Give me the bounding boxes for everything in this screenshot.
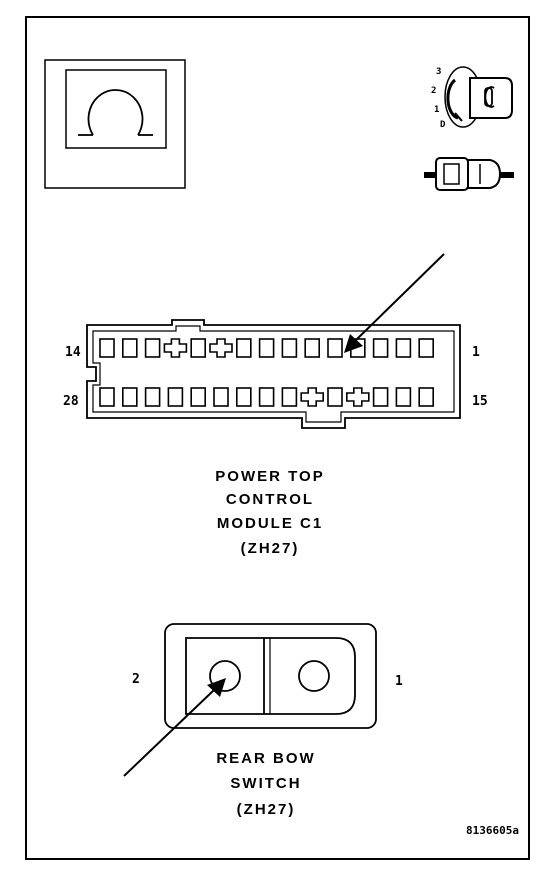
c1-bottom-cavity (395, 387, 412, 407)
ignition-pos-1: 1 (434, 105, 439, 115)
ignition-pos-2: 2 (431, 86, 436, 96)
c1-top-cavity (163, 338, 188, 358)
c1-top-cavity (209, 338, 233, 358)
c1-top-cavity (327, 338, 343, 358)
c1-title-line-3: MODULE C1 (217, 515, 323, 532)
c1-bottom-cavity (418, 387, 435, 407)
c1-pin-label-28: 28 (63, 394, 79, 409)
connector-view-icon (44, 59, 186, 189)
rear-bow-switch-connector: 2 1 (132, 623, 403, 729)
c1-pin-label-14: 14 (65, 345, 81, 360)
ignition-pos-3: 3 (436, 67, 441, 77)
outer-frame (25, 16, 530, 860)
c1-top-cavity (395, 338, 412, 358)
c1-bottom-cavity (327, 387, 343, 407)
c1-bottom-cavity (346, 387, 370, 407)
c1-bottom-cavity (300, 387, 324, 407)
c1-title-line-4: (ZH27) (241, 540, 300, 557)
rear-bow-switch-inner (185, 637, 356, 715)
c1-top-cavity (99, 338, 115, 358)
c1-top-cavity (190, 338, 206, 358)
c1-title-line-1: POWER TOP (215, 468, 324, 485)
rear-bow-title: REAR BOW SWITCH (ZH27) (216, 750, 315, 818)
c1-pin-label-15: 15 (472, 394, 488, 409)
c1-bottom-cavity (236, 387, 252, 407)
c1-bottom-cavity (167, 387, 184, 407)
c1-bottom-cavity (99, 387, 115, 407)
rear-bow-pin-label-2: 2 (132, 672, 140, 687)
c1-bottom-cavity (144, 387, 161, 407)
c1-top-cavity (372, 338, 389, 358)
ignition-key-icon: 3 2 1 D (431, 66, 513, 130)
c1-bottom-cavity (122, 387, 138, 407)
c1-top-cavity (304, 338, 321, 358)
connector-c1-top-row (99, 338, 435, 358)
rear-bow-title-line-2: SWITCH (230, 775, 301, 792)
ignition-pos-d: D (440, 120, 446, 130)
figure-id: 8136605a (466, 824, 519, 837)
c1-bottom-cavity (281, 387, 298, 407)
c1-top-cavity (281, 338, 298, 358)
c1-title-line-2: CONTROL (226, 491, 314, 508)
c1-pin-label-1: 1 (472, 345, 480, 360)
connector-c1-inner (92, 325, 455, 423)
connector-c1-bottom-row (99, 387, 435, 407)
rear-bow-pointer-arrow (123, 678, 226, 777)
c1-title: POWER TOP CONTROL MODULE C1 (ZH27) (215, 468, 324, 557)
connector-plug-icon (424, 157, 514, 191)
c1-bottom-cavity (190, 387, 206, 407)
c1-top-cavity (236, 338, 252, 358)
rear-bow-pin-1 (298, 660, 330, 692)
connector-c1: 14 1 28 15 (63, 319, 488, 429)
rear-bow-title-line-3: (ZH27) (237, 801, 296, 818)
c1-bottom-cavity (258, 387, 275, 407)
rear-bow-pin-label-1: 1 (395, 674, 403, 689)
c1-bottom-cavity (372, 387, 389, 407)
c1-top-cavity (144, 338, 161, 358)
rear-bow-title-line-1: REAR BOW (216, 750, 315, 767)
c1-bottom-cavity (213, 387, 229, 407)
c1-top-cavity (418, 338, 435, 358)
c1-top-cavity (258, 338, 275, 358)
c1-pointer-arrow (344, 253, 445, 353)
c1-top-cavity (122, 338, 138, 358)
